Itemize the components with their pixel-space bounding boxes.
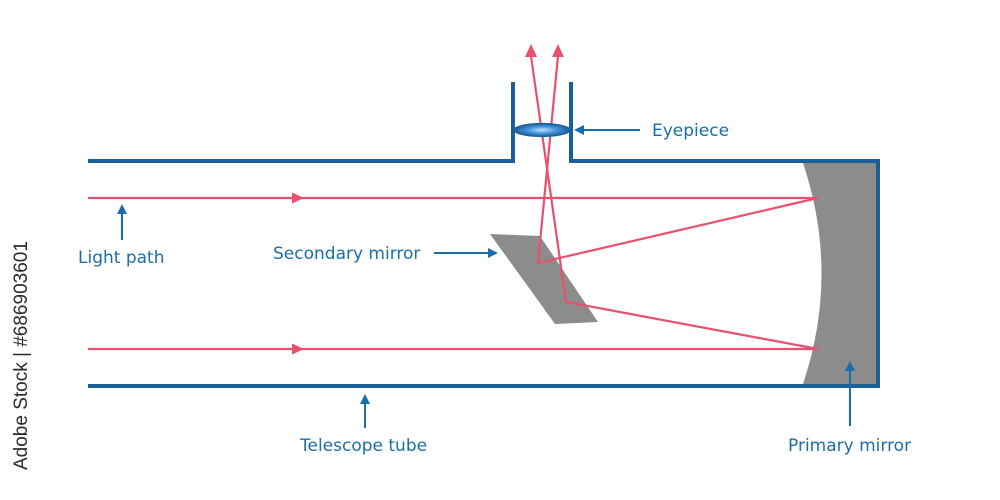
light-path-label: Light path: [78, 248, 164, 268]
secondary-mirror-pointer: [434, 248, 498, 258]
eyepiece-lens: [513, 122, 571, 138]
output-arrow-left: [525, 44, 537, 57]
eyepiece-pointer: [574, 125, 640, 135]
tube-top-wall-left: [88, 82, 515, 163]
primary-mirror: [803, 163, 876, 384]
tube-top-wall-right: [88, 82, 880, 388]
primary-mirror-pointer: [845, 361, 855, 426]
reflected-ray-bottom: [529, 55, 819, 351]
ray-arrow-bottom: [292, 343, 304, 355]
ray-arrow-top: [292, 192, 304, 204]
output-arrow-right: [552, 44, 564, 57]
light-path-pointer: [117, 204, 127, 240]
eyepiece-label: Eyepiece: [652, 121, 729, 141]
stock-id-text: Adobe Stock | #686903601: [11, 241, 32, 470]
telescope-tube: [88, 82, 880, 388]
telescope-tube-pointer: [360, 394, 370, 428]
light-rays: [88, 44, 819, 355]
primary-mirror-label: Primary mirror: [788, 436, 911, 456]
secondary-mirror: [490, 234, 598, 324]
telescope-tube-label: Telescope tube: [299, 436, 427, 456]
secondary-mirror-label: Secondary mirror: [273, 244, 420, 264]
